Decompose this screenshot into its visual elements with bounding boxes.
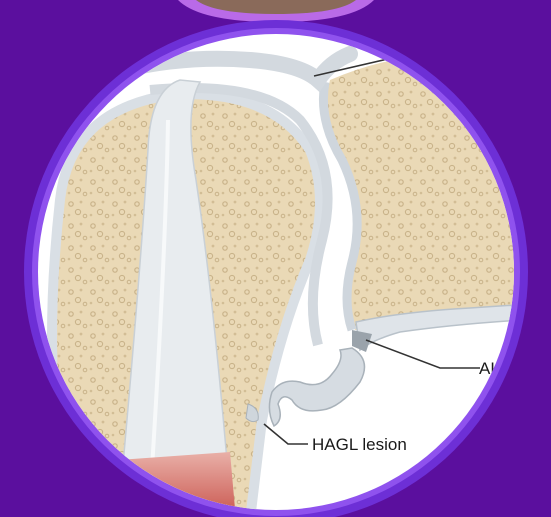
hagl-label: HAGL lesion xyxy=(312,435,407,454)
